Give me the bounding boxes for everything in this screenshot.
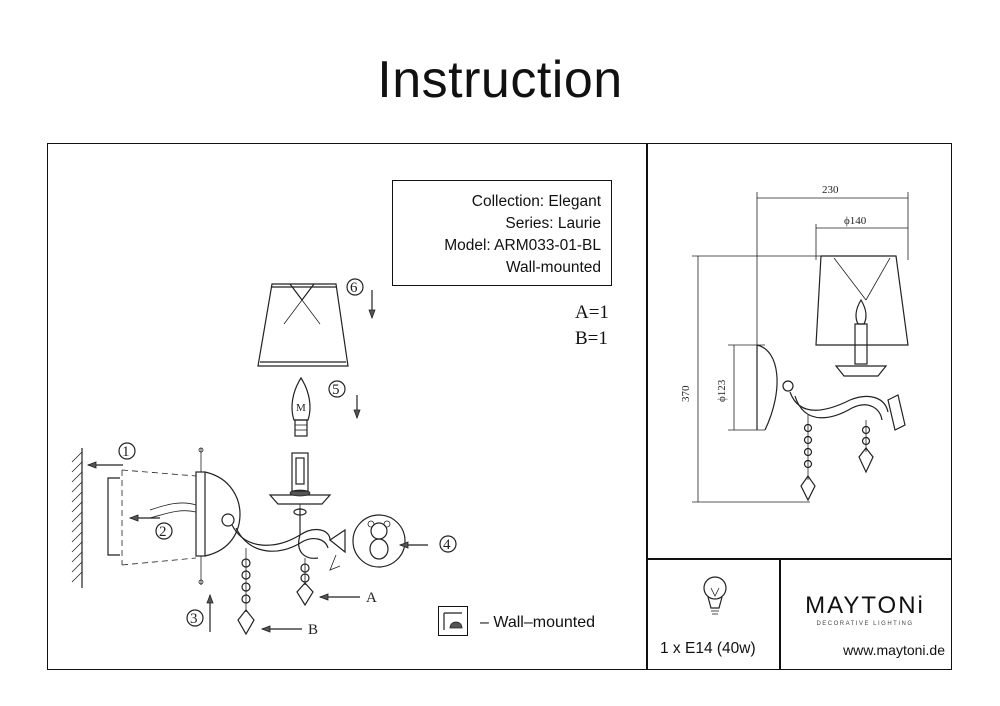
step-6: 6 <box>350 280 358 296</box>
dimension-shade-diameter: ϕ140 <box>844 215 867 227</box>
page-title: Instruction <box>377 51 623 109</box>
part-label-b: B <box>308 622 318 638</box>
collection-text: Collection: Elegant <box>471 193 601 210</box>
quantity-a: A=1 <box>575 302 609 323</box>
mounting-bracket <box>107 469 197 566</box>
teddy-bear-figure <box>328 514 406 571</box>
mounting-text: Wall-mounted <box>505 259 601 276</box>
step-4: 4 <box>443 537 451 553</box>
frame-divider-footer <box>779 558 781 670</box>
svg-text:M: M <box>296 402 306 414</box>
step-markers <box>86 278 457 633</box>
wall-base-plate <box>195 447 241 585</box>
brand-website: www.maytoni.de <box>843 642 945 658</box>
step-5: 5 <box>332 382 340 398</box>
step-3: 3 <box>190 611 198 627</box>
product-info-box: Collection: Elegant Series: Laurie Model… <box>392 180 612 286</box>
brand-tagline: DECORATIVE LIGHTING <box>816 621 914 627</box>
step-1: 1 <box>122 444 130 460</box>
dimension-width: 230 <box>822 184 839 196</box>
step-2: 2 <box>159 524 167 540</box>
brand-logo: MAYTONi <box>805 592 925 619</box>
frame-divider-horizontal <box>646 558 952 560</box>
candle-holder <box>268 452 332 516</box>
wall-mount-icon <box>443 612 463 630</box>
legend-label: – Wall–mounted <box>480 614 596 631</box>
part-label-a: A <box>366 590 377 606</box>
drawing-frame <box>47 143 952 670</box>
dimension-drawing <box>692 192 909 503</box>
quantity-b: B=1 <box>575 328 608 349</box>
legend-icon-frame <box>438 606 468 636</box>
model-text: Model: ARM033-01-BL <box>444 237 601 254</box>
dimension-height: 370 <box>680 385 692 402</box>
frame-divider-vertical <box>646 143 648 670</box>
series-text: Series: Laurie <box>505 215 601 232</box>
crystal-pendant-a <box>296 558 314 607</box>
candle-bulb: M <box>291 376 311 437</box>
lamp-arm <box>221 508 331 559</box>
crystal-pendant-b <box>237 548 255 636</box>
wall-hatch <box>71 448 83 588</box>
bulb-spec: 1 x E14 (40w) <box>660 640 756 657</box>
lamp-shade <box>257 283 349 367</box>
dimension-base-diameter: ϕ123 <box>716 379 728 402</box>
light-bulb-icon <box>703 576 727 615</box>
